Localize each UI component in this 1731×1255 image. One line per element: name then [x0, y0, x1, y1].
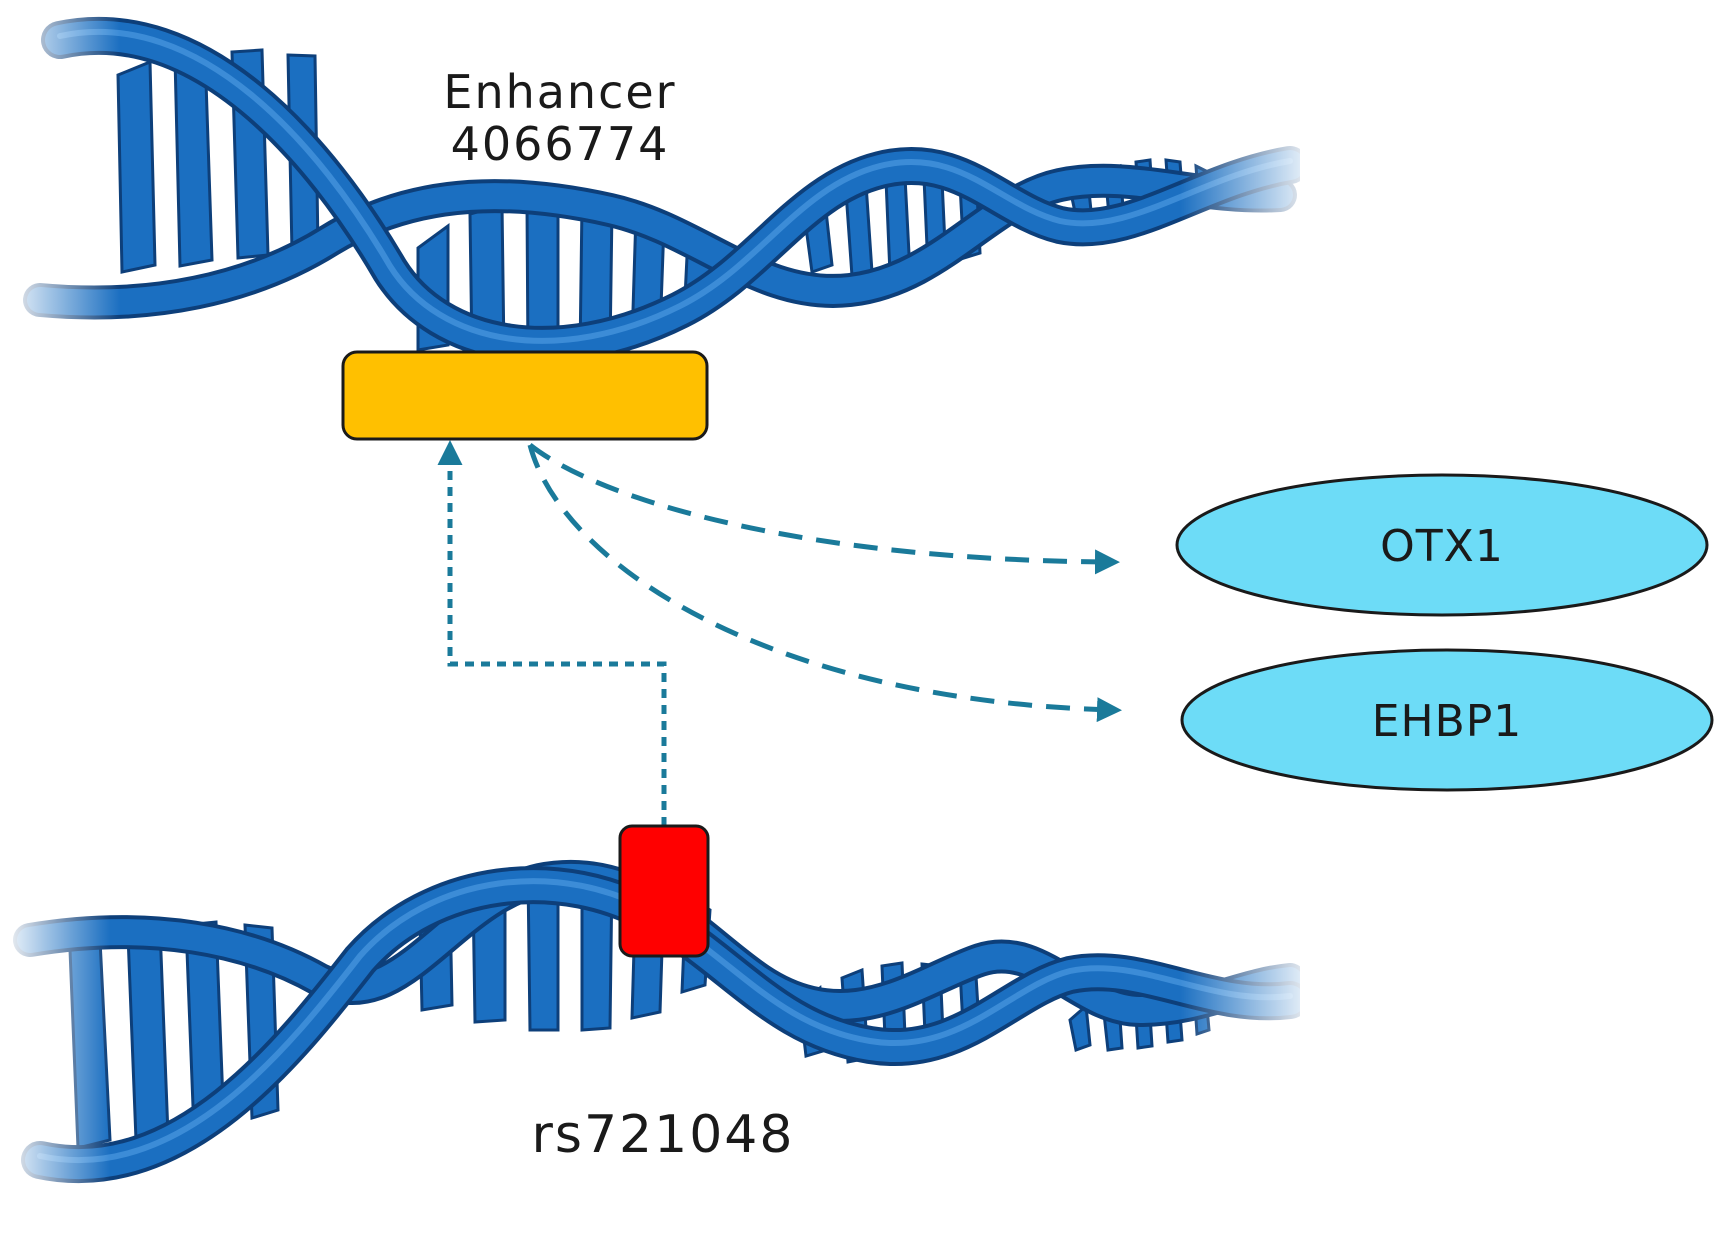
connectors	[437, 440, 1122, 826]
gene-label-ehbp1: EHBP1	[1372, 696, 1523, 747]
snp-to-enhancer-connector	[437, 440, 667, 826]
snp-box	[618, 824, 710, 958]
enhancer-to-otx1-arrow	[528, 443, 1120, 575]
gene-ellipse-otx1	[1175, 473, 1709, 617]
gene-label-otx1: OTX1	[1380, 521, 1504, 572]
dna-helix-bottom	[0, 859, 1360, 1210]
enhancer-label-line1: Enhancer	[443, 65, 676, 119]
gene-ellipse-ehbp1	[1180, 648, 1714, 792]
dna-helix-top	[0, 0, 1360, 364]
enhancer-label-line2: 4066774	[451, 117, 670, 171]
enhancer-to-ehbp1-arrow	[527, 444, 1122, 723]
snp-label: rs721048	[532, 1105, 795, 1165]
enhancer-box	[341, 350, 709, 441]
